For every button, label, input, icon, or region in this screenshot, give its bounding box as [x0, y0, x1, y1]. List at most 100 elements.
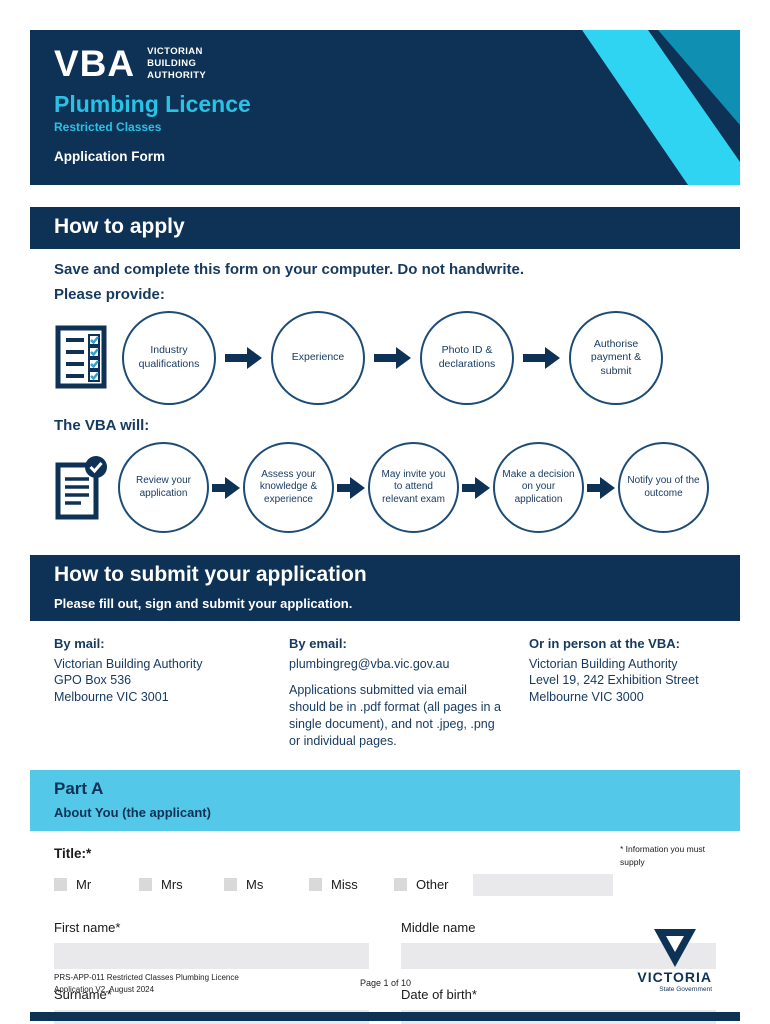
title-option-label: Ms [246, 877, 264, 893]
flow-step-label: Authorise payment & submit [590, 337, 642, 377]
part-a-bar: Part A About You (the applicant) [30, 769, 740, 831]
how-to-apply-content: Save and complete this form on your comp… [30, 249, 740, 533]
middle-name-input[interactable] [401, 942, 716, 969]
header-decoration-shape [582, 30, 740, 185]
mail-line: Melbourne VIC 3001 [54, 690, 169, 705]
title-option-label: Mrs [161, 877, 183, 893]
vba-flow: Review your application Assess your know… [54, 442, 722, 533]
email-address: plumbingreg@vba.vic.gov.au [289, 656, 450, 671]
page-footer: PRS-APP-011 Restricted Classes Plumbing … [30, 928, 740, 1012]
submit-options: By mail: Victorian Building Authority GP… [30, 621, 740, 764]
flow-step: Industry qualifications [122, 311, 216, 405]
flow-step-label: Assess your knowledge & experience [259, 468, 318, 505]
title-option-miss: Miss [309, 877, 394, 892]
title-option-label: Mr [76, 877, 92, 893]
document-title: Plumbing Licence [54, 90, 251, 117]
flow-step: Experience [271, 311, 365, 405]
first-name-input[interactable] [54, 942, 369, 969]
how-to-submit-bar: How to submit your application Please fi… [30, 555, 740, 621]
title-checkbox-ms[interactable] [224, 878, 237, 892]
by-email-label: By email: [289, 636, 347, 651]
instruction-text: Save and complete this form on your comp… [54, 261, 525, 278]
document-reference: PRS-APP-011 Restricted Classes Plumbing … [54, 973, 239, 994]
arrow-right-icon [374, 347, 411, 369]
arrow-right-icon [462, 476, 490, 499]
title-checkbox-miss[interactable] [309, 878, 322, 892]
logo-sub-line: BUILDING [147, 57, 197, 69]
submit-by-mail: By mail: Victorian Building Authority GP… [54, 635, 289, 750]
page-indicator: Page 1 of 10 [360, 978, 412, 988]
title-checkbox-mrs[interactable] [139, 878, 152, 892]
flow-step-label: Photo ID & declarations [438, 344, 496, 370]
in-person-line: Melbourne VIC 3000 [529, 690, 644, 705]
submit-by-email: By email: plumbingreg@vba.vic.gov.au App… [289, 635, 529, 750]
title-checkbox-mr[interactable] [54, 878, 67, 892]
first-name-label: First name* [54, 919, 121, 935]
mail-line: Victorian Building Authority [54, 656, 203, 671]
title-option-label: Miss [331, 877, 358, 893]
bottom-navy-strip [30, 1012, 740, 1021]
title-option-label: Other [416, 877, 449, 893]
vba-will-label: The VBA will: [54, 417, 150, 434]
checklist-icon [54, 324, 112, 392]
victoria-logo-text: VICTORIA [637, 969, 712, 985]
title-field-label: Title:* [54, 845, 92, 861]
victoria-triangle-icon [653, 929, 696, 967]
flow-step: Review your application [118, 442, 209, 533]
flow-step-label: Notify you of the outcome [627, 475, 700, 499]
how-to-apply-bar: How to apply [30, 207, 740, 249]
flow-step: Authorise payment & submit [569, 311, 663, 405]
submit-in-person: Or in person at the VBA: Victorian Build… [529, 635, 724, 750]
flow-step: Assess your knowledge & experience [243, 442, 334, 533]
mail-line: GPO Box 536 [54, 673, 132, 688]
provide-flow: Industry qualifications Experience Photo… [54, 311, 722, 405]
title-other-input[interactable] [473, 873, 613, 896]
document-check-icon [54, 455, 108, 521]
vba-logo-subtext: VICTORIAN BUILDING AUTHORITY [147, 46, 206, 82]
title-option-mrs: Mrs [139, 877, 224, 892]
title-options: Mr Mrs Ms Miss Other [54, 873, 716, 896]
first-name-field: First name* [54, 920, 369, 969]
logo-sub-line: AUTHORITY [147, 69, 207, 81]
document-subtitle: Restricted Classes [54, 119, 162, 134]
in-person-label: Or in person at the VBA: [529, 636, 680, 651]
how-to-submit-subheading: Please fill out, sign and submit your ap… [54, 596, 353, 611]
title-option-other: Other [394, 877, 479, 892]
arrow-right-icon [587, 476, 615, 499]
arrow-right-icon [523, 347, 560, 369]
flow-step: May invite you to attend relevant exam [368, 442, 459, 533]
vba-logo-text: VBA [54, 43, 136, 85]
arrow-right-icon [337, 476, 365, 499]
in-person-line: Level 19, 242 Exhibition Street [529, 673, 699, 688]
flow-step-label: Industry qualifications [138, 344, 200, 370]
in-person-line: Victorian Building Authority [529, 656, 678, 671]
provide-label: Please provide: [54, 286, 165, 303]
how-to-apply-heading: How to apply [54, 215, 185, 238]
title-checkbox-other[interactable] [394, 878, 407, 892]
title-option-mr: Mr [54, 877, 139, 892]
middle-name-label: Middle name [401, 919, 476, 935]
required-note: * Information you must supply [620, 843, 706, 867]
arrow-right-icon [225, 347, 262, 369]
email-note: Applications submitted via email should … [289, 683, 501, 749]
title-option-ms: Ms [224, 877, 309, 892]
form-type-label: Application Form [54, 148, 165, 164]
arrow-right-icon [212, 476, 240, 499]
middle-name-field: Middle name [401, 920, 716, 969]
flow-step: Photo ID & declarations [420, 311, 514, 405]
dob-label: Date of birth* [401, 986, 477, 1002]
flow-step-label: May invite you to attend relevant exam [381, 468, 446, 505]
flow-step: Notify you of the outcome [618, 442, 709, 533]
surname-label: Surname* [54, 986, 112, 1002]
how-to-submit-heading: How to submit your application [54, 563, 367, 586]
part-a-heading: Part A [54, 778, 104, 798]
victoria-state-government-logo: VICTORIA State Government [637, 928, 712, 993]
flow-step-label: Make a decision on your application [502, 468, 575, 505]
by-mail-label: By mail: [54, 636, 105, 651]
part-a-subheading: About You (the applicant) [54, 804, 211, 820]
flow-step-label: Experience [291, 351, 345, 364]
logo-sub-line: VICTORIAN [147, 46, 203, 57]
header: VBA VICTORIAN BUILDING AUTHORITY Plumbin… [30, 30, 740, 185]
flow-step-label: Review your application [135, 475, 192, 499]
